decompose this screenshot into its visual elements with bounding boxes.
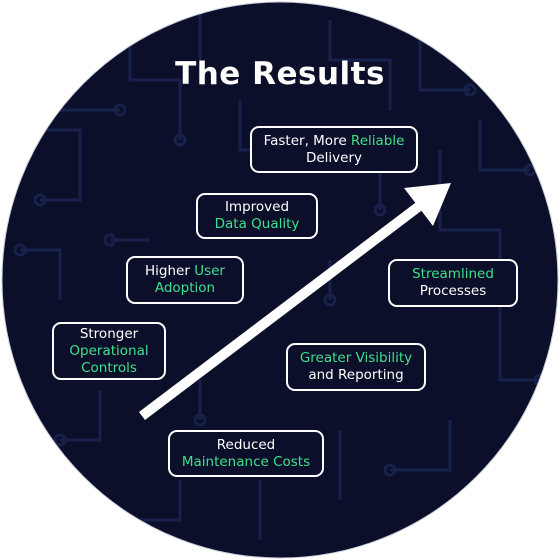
box-text: Stronger [79, 325, 139, 342]
result-operational-controls: Stronger Operational Controls [52, 322, 166, 380]
box-text: Faster, More [263, 132, 351, 149]
box-highlight: Greater Visibility [299, 350, 413, 366]
box-highlight: User [194, 263, 225, 279]
box-line-1: Higher User [145, 263, 225, 280]
box-line-2: Delivery [306, 150, 362, 167]
box-line-3: Controls [81, 360, 137, 377]
result-streamlined-processes: Streamlined Processes [388, 259, 518, 307]
box-line-1: Reduced [217, 437, 276, 454]
box-line-2: Data Quality [215, 216, 300, 233]
result-maintenance-costs: Reduced Maintenance Costs [168, 430, 324, 477]
box-highlight: Adoption [154, 280, 216, 296]
circuit-pattern [13, 10, 547, 540]
page-title: The Results [175, 56, 385, 92]
box-text: and Reporting [308, 367, 404, 383]
box-text: Delivery [305, 149, 363, 166]
box-line-1: Greater Visibility [300, 350, 412, 367]
box-line-1: Improved [225, 199, 289, 216]
box-line-1: Faster, More Reliable [264, 133, 405, 150]
box-line-2: and Reporting [308, 367, 403, 384]
box-line-2: Maintenance Costs [182, 454, 310, 471]
box-highlight: Reliable [350, 132, 405, 149]
box-highlight: Maintenance Costs [181, 453, 311, 470]
box-text: Improved [224, 199, 290, 215]
result-user-adoption: Higher User Adoption [126, 256, 244, 304]
box-line-2: Operational [69, 343, 148, 360]
box-line-1: Streamlined [412, 266, 494, 283]
result-data-quality: Improved Data Quality [196, 193, 318, 239]
box-text: Reduced [216, 436, 276, 453]
result-faster-delivery: Faster, More Reliable Delivery [250, 126, 418, 173]
up-right-arrow-icon [138, 183, 451, 420]
box-highlight: Data Quality [214, 216, 300, 232]
box-highlight: Operational [69, 342, 149, 359]
box-line-1: Stronger [80, 326, 138, 343]
box-highlight: Streamlined [412, 266, 494, 282]
box-line-2: Adoption [155, 280, 215, 297]
result-visibility-reporting: Greater Visibility and Reporting [286, 343, 426, 391]
box-text: Higher [145, 263, 195, 279]
box-line-2: Processes [420, 283, 487, 300]
box-highlight: Controls [81, 359, 137, 376]
box-text: Processes [419, 283, 487, 299]
